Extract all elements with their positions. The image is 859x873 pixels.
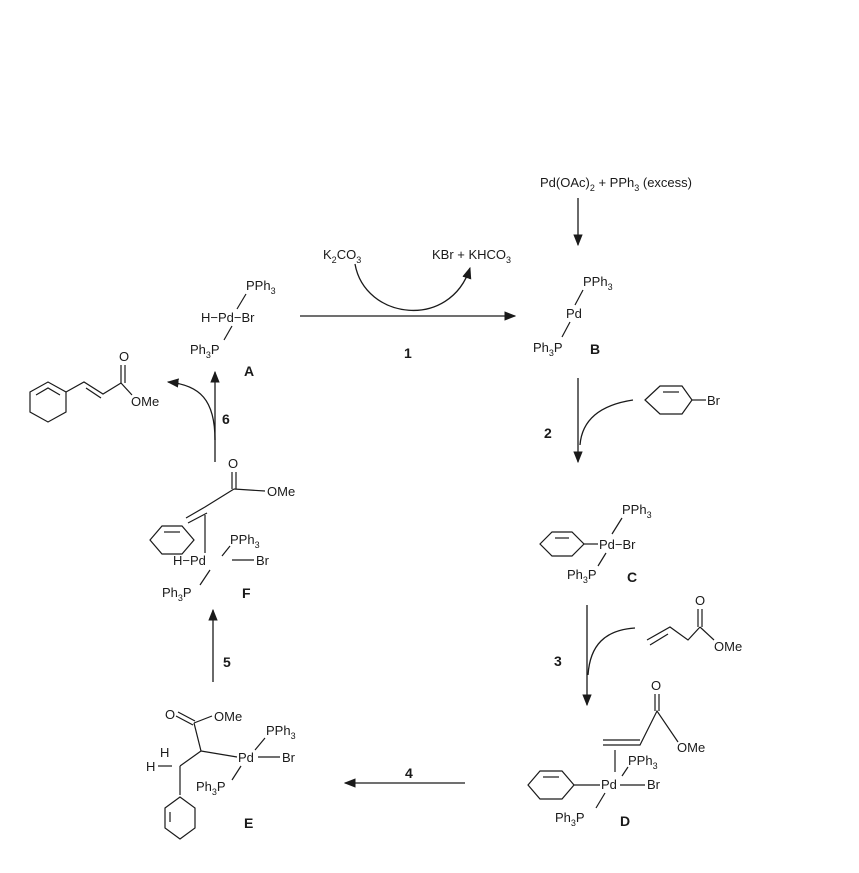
step-3-label: 3	[554, 653, 562, 669]
c-pd-br: Pd−Br	[599, 537, 636, 552]
d-ome: OMe	[677, 740, 705, 755]
base-label: K2CO3	[323, 247, 361, 265]
f-ome: OMe	[267, 484, 295, 499]
acrylate-ome: OMe	[714, 639, 742, 654]
bromobenzene: Br	[644, 385, 721, 415]
e-bond-bottom	[231, 765, 242, 781]
label-a: A	[244, 363, 254, 379]
f-alkene-chain	[185, 488, 235, 519]
a-bond-top	[236, 293, 247, 310]
f-ph3p: Ph3P	[162, 585, 192, 603]
d-phenyl-ring	[527, 770, 575, 800]
acrylate-double-bond	[649, 633, 669, 646]
compound-a: PPh3 H−Pd−Br Ph3P A	[190, 278, 276, 379]
e-c-pd-bond	[200, 750, 238, 758]
e-pph3: PPh3	[266, 723, 296, 741]
precursor-text: Pd(OAc)2 + PPh3 (excess)	[540, 175, 692, 193]
label-c: C	[627, 569, 637, 585]
e-h-lower: H	[146, 759, 155, 774]
b-pd: Pd	[566, 306, 582, 321]
product-ring-inner-bond	[35, 387, 61, 396]
d-pd: Pd	[601, 777, 617, 792]
e-br: Br	[282, 750, 296, 765]
step-5-label: 5	[223, 654, 231, 670]
e-carbonyl-1	[175, 715, 194, 726]
d-bond-bottom	[595, 792, 606, 809]
product-chain	[65, 381, 133, 396]
step-1-curved-arrow	[354, 263, 472, 312]
f-alkene-double	[187, 512, 208, 524]
f-ester-bond	[233, 488, 266, 492]
f-phenyl-ring	[149, 525, 195, 555]
c-pph3: PPh3	[622, 502, 652, 520]
c-ph3p: Ph3P	[567, 567, 597, 585]
e-ch2-bond	[179, 750, 202, 767]
e-ph3p: Ph3P	[196, 779, 226, 797]
step-4-label: 4	[405, 765, 413, 781]
f-bond-top	[221, 545, 231, 557]
step-1-label: 1	[404, 345, 412, 361]
product-ome: OMe	[131, 394, 159, 409]
product-benzene-ring	[29, 381, 67, 423]
acrylate-o: O	[695, 593, 705, 608]
b-ph3p: Ph3P	[533, 340, 563, 358]
d-ph3p: Ph3P	[555, 810, 585, 828]
compound-e: O OMe Pd Br PPh3 Ph3P H H E	[146, 707, 296, 840]
e-ester-bond	[193, 715, 213, 724]
f-h-pd: H−Pd	[173, 553, 206, 568]
b-pph3: PPh3	[583, 274, 613, 292]
d-o: O	[651, 678, 661, 693]
a-ph3p: Ph3P	[190, 342, 220, 360]
compound-b: PPh3 Pd Ph3P B	[533, 274, 613, 358]
d-acrylate-chain	[603, 709, 679, 746]
c-phenyl-ring	[539, 531, 585, 557]
product-alkene-double	[85, 387, 102, 399]
product-methyl-cinnamate: O OMe	[29, 349, 159, 423]
label-e: E	[244, 815, 253, 831]
e-pd: Pd	[238, 750, 254, 765]
e-bond-top	[254, 737, 266, 751]
b-bond-bottom	[561, 321, 571, 338]
compound-f: O OMe PPh3 H−Pd Br Ph3P F	[149, 456, 295, 603]
e-phenyl-ring	[164, 796, 196, 840]
e-o: O	[165, 707, 175, 722]
c-bond-top	[611, 517, 623, 535]
f-pph3: PPh3	[230, 532, 260, 550]
compound-d: O OMe PPh3 Pd Br Ph3P D	[527, 678, 705, 829]
f-bond-bottom	[199, 569, 211, 586]
compound-c: PPh3 Pd−Br Ph3P C	[539, 502, 652, 585]
e-c-c-bond	[193, 722, 202, 752]
e-carbonyl-2	[177, 711, 196, 722]
a-h-pd-br: H−Pd−Br	[201, 310, 255, 325]
step-6-label: 6	[222, 411, 230, 427]
f-o: O	[228, 456, 238, 471]
step-2-incoming-arrow	[579, 399, 634, 446]
step-3-incoming-arrow	[587, 627, 636, 676]
acrylate-ester-bond	[699, 626, 715, 641]
d-pph3: PPh3	[628, 753, 658, 771]
label-d: D	[620, 813, 630, 829]
bromobenzene-br: Br	[707, 393, 721, 408]
d-br: Br	[647, 777, 661, 792]
f-br: Br	[256, 553, 270, 568]
e-h-upper: H	[160, 745, 169, 760]
a-bond-bottom	[223, 325, 233, 341]
d-bond-top	[621, 766, 629, 777]
e-ome: OMe	[214, 709, 242, 724]
product-o: O	[119, 349, 129, 364]
step-2-label: 2	[544, 425, 552, 441]
c-bond-bottom	[597, 552, 607, 567]
step-6-product-arrow	[166, 378, 216, 441]
label-f: F	[242, 585, 251, 601]
methyl-acrylate: O OMe	[646, 593, 742, 654]
a-pph3: PPh3	[246, 278, 276, 296]
b-bond-top	[574, 289, 584, 306]
acrylate-chain	[646, 626, 701, 641]
label-b: B	[590, 341, 600, 357]
bromobenzene-ring	[644, 385, 693, 415]
byproduct-label: KBr + KHCO3	[432, 247, 511, 265]
